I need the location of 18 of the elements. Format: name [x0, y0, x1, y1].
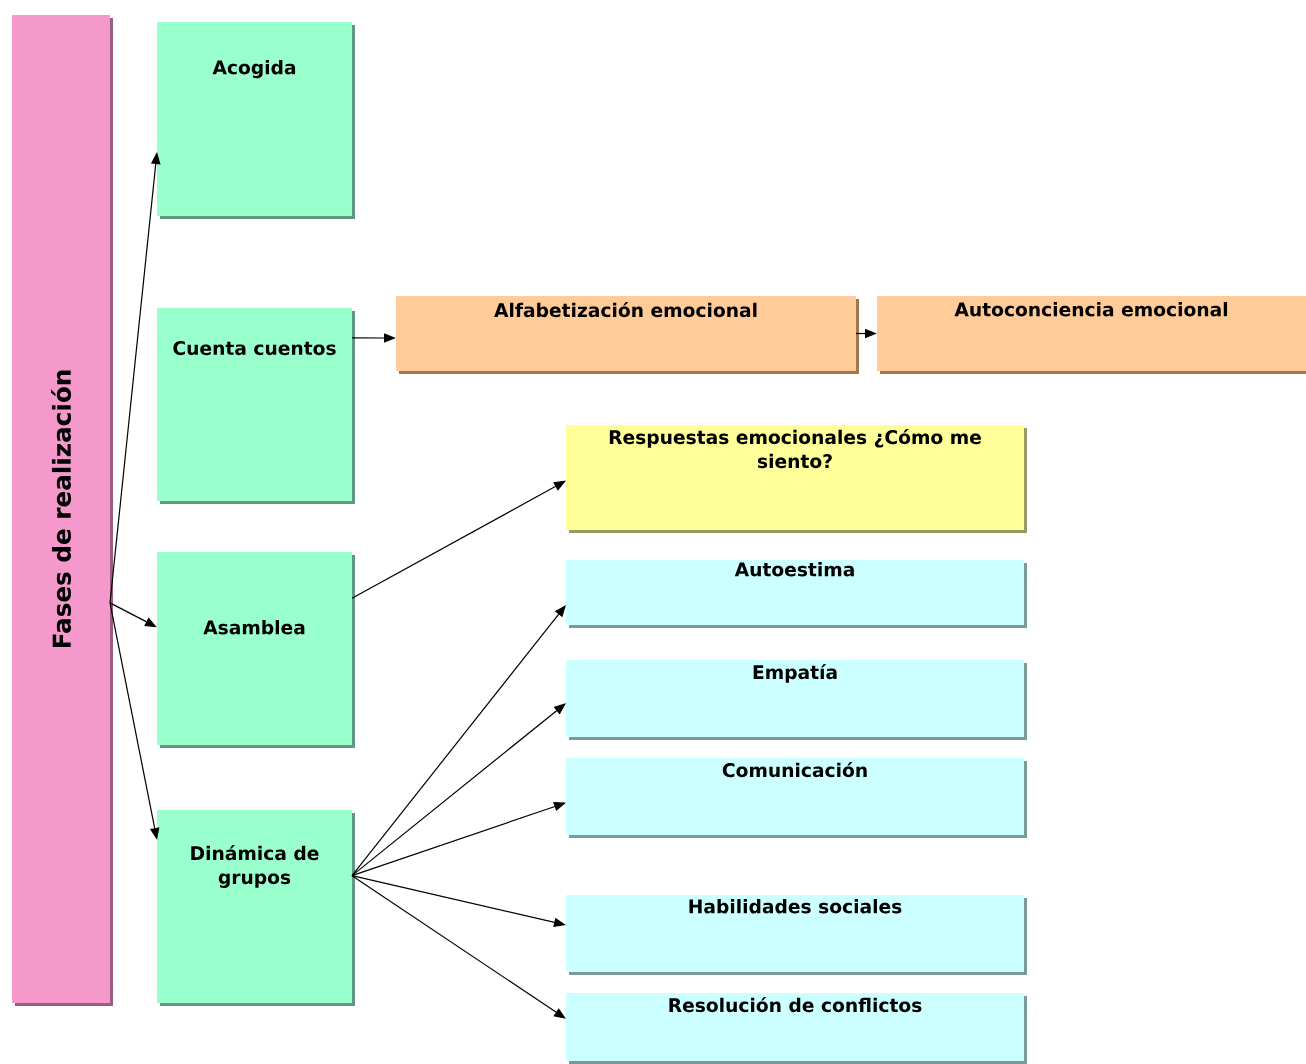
arrow [351, 703, 566, 877]
phase-band: Fases de realización [12, 15, 113, 1006]
skill-box: Empatía [566, 660, 1027, 740]
phase-box: Cuenta cuentos [157, 308, 355, 504]
process-box: Autoconciencia emocional [877, 296, 1306, 374]
skill-box: Habilidades sociales [566, 895, 1027, 975]
process-box: Alfabetización emocional [396, 296, 859, 374]
process-box: Respuestas emocionales ¿Cómo me siento? [566, 425, 1027, 533]
phase-box: Acogida [157, 22, 355, 219]
arrow [109, 602, 157, 628]
skill-box: Autoestima [566, 560, 1027, 628]
phase-box: Dinámica de grupos [157, 810, 355, 1006]
arrow [351, 875, 566, 1019]
skill-box: Comunicación [566, 758, 1027, 838]
skill-box: Resolución de conflictos [566, 993, 1027, 1064]
phase-box: Asamblea [157, 552, 355, 748]
arrow [351, 801, 566, 877]
arrow [351, 480, 566, 599]
